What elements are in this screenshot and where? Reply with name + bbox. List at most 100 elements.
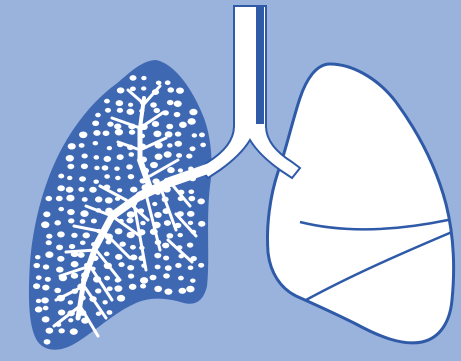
alveolus — [128, 123, 135, 129]
alveolus — [127, 232, 135, 239]
alveolus — [92, 120, 99, 126]
alveolus — [66, 187, 74, 193]
alveolus — [107, 146, 112, 150]
alveolus — [189, 109, 197, 116]
alveolus — [155, 265, 161, 270]
alveolus — [150, 229, 158, 235]
trachea-stripe — [256, 6, 264, 124]
alveolus — [138, 196, 144, 201]
alveolus — [67, 176, 72, 180]
alveolus — [192, 133, 197, 137]
alveolus — [79, 131, 87, 138]
alveolus — [78, 252, 85, 258]
alveolus — [126, 164, 133, 169]
alveolus — [177, 211, 184, 217]
alveolus — [45, 251, 53, 258]
alveolus — [155, 240, 162, 245]
alveolus — [93, 130, 100, 136]
alveolus — [93, 141, 99, 145]
alveolus — [130, 254, 137, 260]
alveolus — [140, 221, 145, 225]
alveolus — [141, 184, 149, 191]
alveolus — [35, 255, 41, 259]
alveolus — [36, 275, 42, 280]
alveolus — [95, 208, 101, 213]
alveolus — [96, 229, 102, 233]
alveolus — [178, 196, 184, 201]
alveolus — [186, 154, 192, 159]
alveolus — [153, 131, 161, 137]
alveolus — [152, 222, 160, 229]
alveolus — [155, 142, 163, 149]
alveolus — [104, 262, 112, 269]
alveolus — [150, 162, 158, 168]
alveolus — [82, 197, 88, 202]
alveolus — [188, 265, 194, 270]
alveolus — [58, 207, 64, 211]
alveolus — [174, 223, 181, 229]
alveolus — [114, 123, 121, 129]
alveolus — [164, 220, 171, 226]
alveolus — [103, 130, 110, 136]
alveolus — [139, 109, 144, 113]
alveolus — [141, 76, 146, 80]
alveolus — [164, 288, 172, 294]
alveolus — [107, 122, 114, 127]
alveolus — [175, 263, 181, 268]
alveolus — [35, 306, 43, 312]
alveolus — [43, 306, 49, 311]
alveolus — [115, 197, 120, 201]
alveolus — [94, 155, 100, 159]
alveolus — [81, 272, 89, 278]
alveolus — [154, 253, 161, 259]
alveolus — [179, 122, 187, 128]
alveolus — [95, 113, 101, 118]
alveolus — [104, 252, 110, 257]
alveolus — [138, 229, 146, 235]
alveolus — [115, 254, 122, 260]
alveolus — [83, 232, 90, 238]
alveolus — [93, 276, 101, 283]
alveolus — [84, 263, 90, 267]
alveolus — [79, 310, 87, 316]
alveolus — [114, 167, 120, 171]
alveolus — [187, 118, 195, 125]
alveolus — [177, 233, 183, 237]
alveolus — [190, 278, 195, 282]
alveolus — [67, 164, 74, 169]
alveolus — [166, 233, 173, 238]
alveolus — [115, 228, 123, 234]
alveolus — [90, 267, 95, 271]
alveolus — [128, 274, 134, 279]
alveolus — [178, 168, 183, 172]
alveolus — [116, 209, 122, 214]
alveolus — [68, 318, 73, 322]
alveolus — [128, 152, 134, 157]
alveolus — [58, 174, 64, 179]
alveolus — [126, 218, 133, 224]
alveolus — [44, 339, 51, 344]
alveolus — [140, 277, 148, 284]
alveolus — [127, 265, 134, 271]
alveolus — [89, 187, 97, 193]
alveolus — [162, 110, 169, 115]
alveolus — [152, 89, 159, 95]
alveolus — [77, 283, 85, 290]
alveolus — [152, 202, 157, 206]
alveolus — [154, 286, 162, 292]
bronchiole — [66, 250, 96, 252]
alveolus — [102, 300, 107, 304]
alveolus — [106, 240, 112, 245]
alveolus — [95, 288, 101, 293]
alveolus — [78, 187, 84, 192]
alveolus — [165, 80, 171, 85]
alveolus — [43, 211, 50, 217]
alveolus — [54, 288, 61, 293]
alveolus — [118, 262, 124, 267]
alveolus — [41, 297, 49, 303]
alveolus — [46, 234, 52, 239]
alveolus — [130, 245, 136, 250]
alveolus — [117, 295, 125, 302]
alveolus — [129, 130, 135, 135]
